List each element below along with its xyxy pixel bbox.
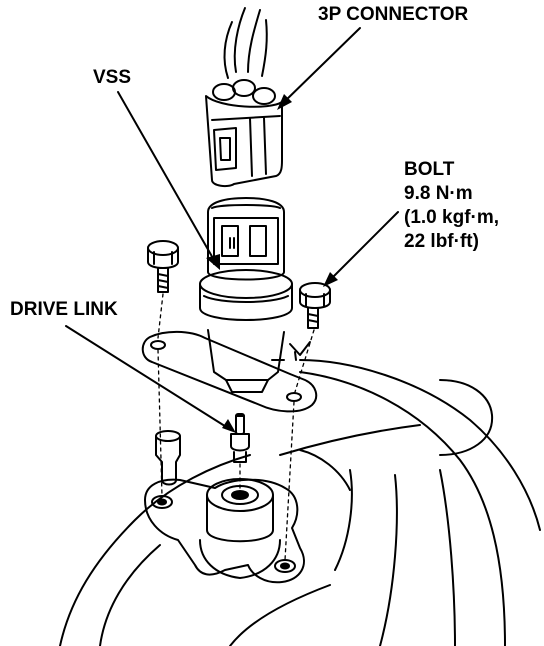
- drive-link-part: [230, 413, 250, 463]
- vss-flange: [141, 329, 318, 413]
- dowel-pin: [155, 430, 181, 486]
- drive-link-label: DRIVE LINK: [10, 299, 118, 320]
- bolt-torque-lbf: 22 lbf·ft): [404, 231, 479, 252]
- bolt-callout: BOLT 9.8 N·m (1.0 kgf·m, 22 lbf·ft): [404, 158, 499, 254]
- base-mount: [144, 478, 305, 584]
- leader-arrowheads: [206, 94, 338, 433]
- right-bolt: [299, 282, 331, 329]
- alignment-lines: [157, 293, 315, 561]
- leader-lines: [65, 27, 399, 429]
- bolt-torque-kgf: (1.0 kgf·m,: [404, 207, 500, 228]
- connector-plug: [205, 7, 283, 188]
- bolt-torque-nm: 9.8 N·m: [404, 183, 473, 204]
- bolt-label: BOLT: [404, 159, 455, 180]
- vss-body: [199, 197, 293, 321]
- left-bolt: [147, 240, 179, 293]
- connector-label: 3P CONNECTOR: [318, 4, 469, 25]
- transmission-housing: [59, 359, 541, 646]
- vss-label: VSS: [93, 67, 132, 88]
